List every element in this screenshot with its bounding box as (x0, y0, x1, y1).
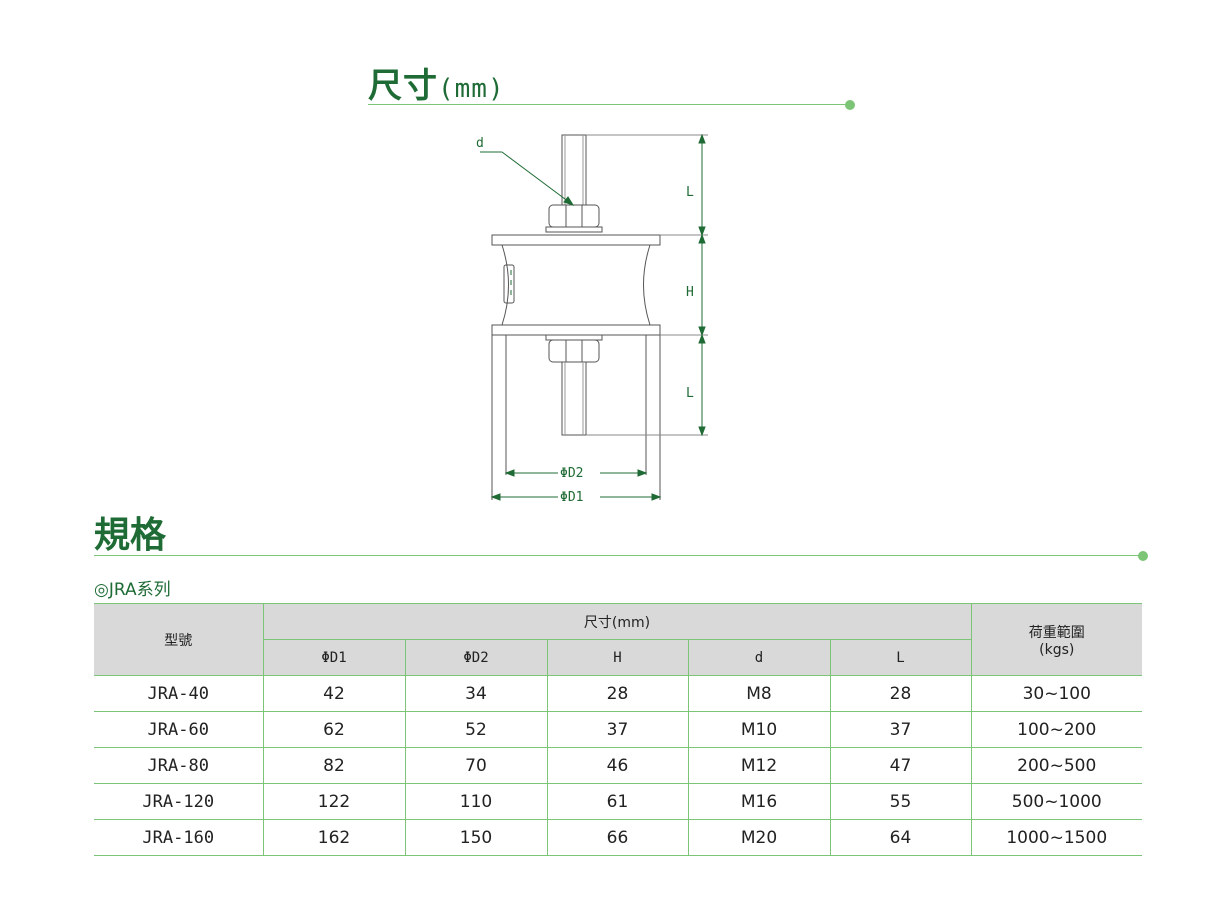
cell-load: 500~1000 (971, 783, 1142, 820)
cell-load: 200~500 (971, 747, 1142, 784)
bottom-stud (561, 361, 587, 436)
label-H: H (686, 285, 694, 300)
spec-rule (94, 555, 1140, 556)
cell-h: 37 (547, 711, 689, 748)
cell-d2: 150 (405, 819, 548, 856)
cell-thread: M16 (688, 783, 831, 820)
label-D2: ΦD2 (560, 466, 583, 481)
cell-thread: M20 (688, 819, 831, 856)
mount-drawing: d L H L ΦD2 ΦD1 (476, 133, 708, 505)
cell-model: JRA-160 (94, 819, 264, 856)
label-D1: ΦD1 (560, 490, 583, 505)
subheader-d1: ΦD1 (263, 639, 406, 676)
cell-d1: 82 (263, 747, 406, 784)
cell-model: JRA-80 (94, 747, 264, 784)
top-plate (491, 234, 661, 246)
header-load: 荷重範圍 (kgs) (971, 603, 1142, 676)
cell-d1: 122 (263, 783, 406, 820)
subheader-d2: ΦD2 (405, 639, 548, 676)
top-stud (561, 134, 587, 206)
subheader-h: H (547, 639, 689, 676)
dimensions-unit: (mm) (438, 74, 505, 104)
header-model: 型號 (94, 603, 264, 676)
header-load-line2: (kgs) (1039, 641, 1075, 658)
side-bracket (503, 264, 515, 304)
cell-h: 61 (547, 783, 689, 820)
table-row: JRA-120 122 110 61 M16 55 500~1000 (94, 783, 1142, 820)
spec-table: 型號 尺寸(mm) 荷重範圍 (kgs) ΦD1 ΦD2 H d L JRA-4… (94, 603, 1142, 856)
table-row: JRA-40 42 34 28 M8 28 30~100 (94, 675, 1142, 712)
cell-l: 64 (830, 819, 972, 856)
cell-l: 55 (830, 783, 972, 820)
dimensions-rule-dot (845, 100, 855, 110)
cell-load: 1000~1500 (971, 819, 1142, 856)
header-load-line1: 荷重範圍 (1028, 624, 1085, 641)
cell-d2: 110 (405, 783, 548, 820)
label-L-top: L (686, 185, 694, 200)
cell-d2: 34 (405, 675, 548, 712)
table-row: JRA-160 162 150 66 M20 64 1000~1500 (94, 819, 1142, 856)
cell-l: 47 (830, 747, 972, 784)
cell-l: 37 (830, 711, 972, 748)
spec-heading: 規格 (94, 515, 167, 556)
subheader-d: d (688, 639, 831, 676)
top-nut (548, 204, 600, 228)
header-dimensions: 尺寸(mm) (263, 603, 972, 640)
cell-d2: 52 (405, 711, 548, 748)
dimensions-heading: 尺寸(mm) (368, 58, 505, 107)
spec-rule-dot (1138, 551, 1148, 561)
cell-model: JRA-60 (94, 711, 264, 748)
cell-d1: 162 (263, 819, 406, 856)
cell-h: 66 (547, 819, 689, 856)
rubber-body (501, 244, 651, 326)
cell-d2: 70 (405, 747, 548, 784)
subheader-l: L (830, 639, 972, 676)
cell-d1: 62 (263, 711, 406, 748)
series-label: ◎JRA系列 (94, 580, 171, 600)
label-d: d (476, 136, 484, 151)
table-row: JRA-80 82 70 46 M12 47 200~500 (94, 747, 1142, 784)
cell-load: 30~100 (971, 675, 1142, 712)
bottom-plate (491, 324, 661, 336)
dimensions-rule (368, 104, 848, 105)
cell-thread: M8 (688, 675, 831, 712)
table-row: JRA-60 62 52 37 M10 37 100~200 (94, 711, 1142, 748)
cell-h: 46 (547, 747, 689, 784)
cell-load: 100~200 (971, 711, 1142, 748)
cell-l: 28 (830, 675, 972, 712)
cell-model: JRA-120 (94, 783, 264, 820)
bottom-nut (548, 339, 600, 363)
cell-h: 28 (547, 675, 689, 712)
dimensions-title: 尺寸 (368, 66, 438, 106)
cell-thread: M12 (688, 747, 831, 784)
label-L-bottom: L (686, 386, 694, 401)
cell-thread: M10 (688, 711, 831, 748)
cell-model: JRA-40 (94, 675, 264, 712)
cell-d1: 42 (263, 675, 406, 712)
